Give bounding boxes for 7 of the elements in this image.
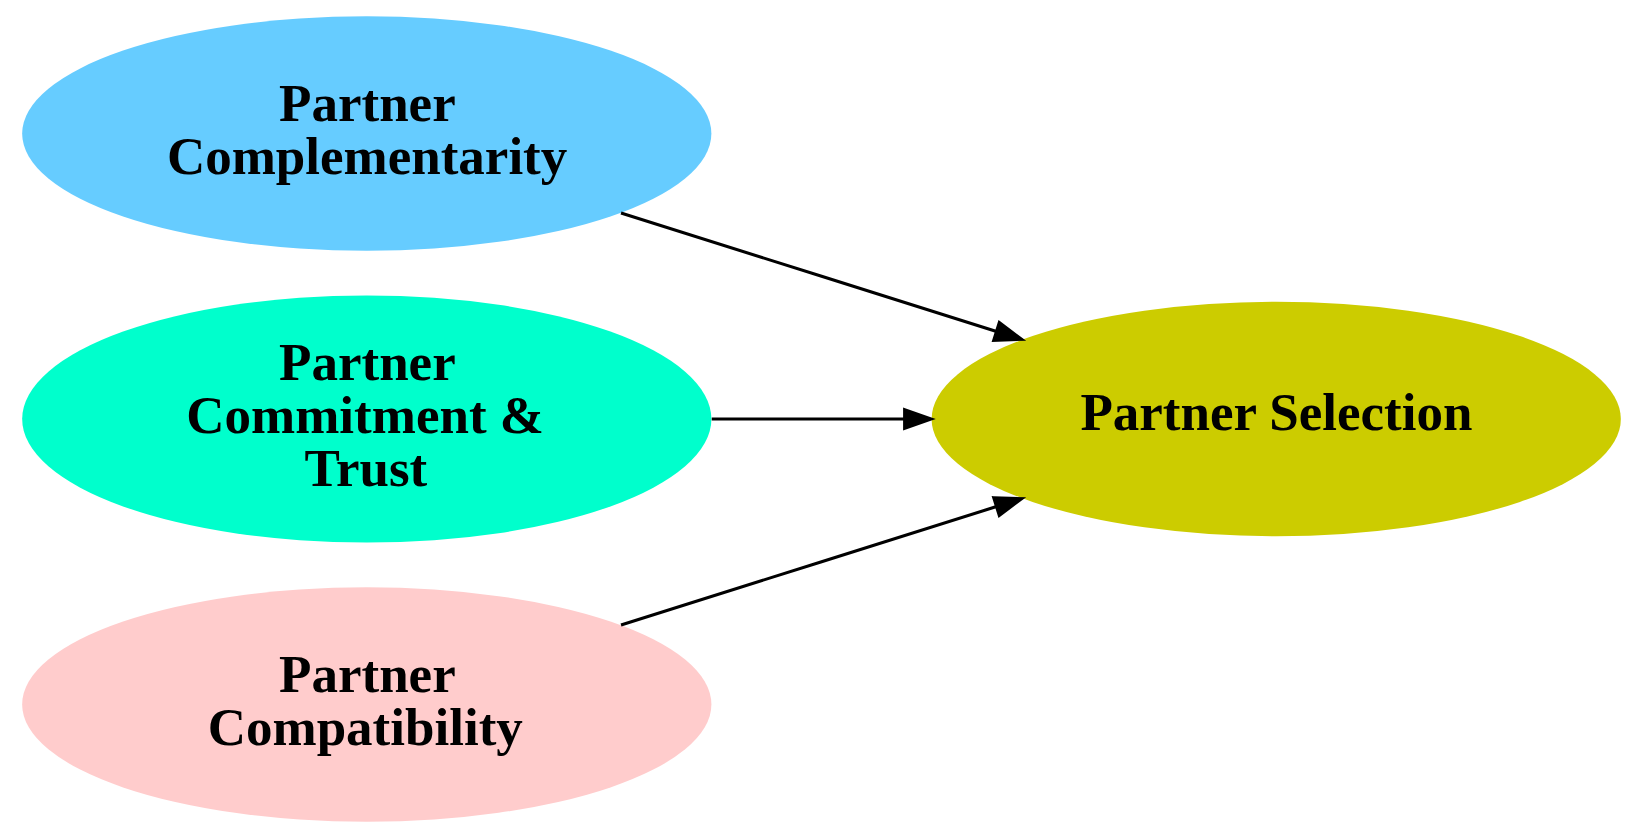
arrow — [620, 496, 1027, 627]
arrow — [711, 407, 936, 431]
node-ellipse: Partner Compatibility — [22, 587, 712, 822]
arrow — [620, 211, 1027, 342]
node-ellipse: Partner Commitment & Trust — [22, 295, 712, 543]
node-ellipse: Partner Complementarity — [22, 16, 712, 251]
node-ellipse: Partner Selection — [931, 301, 1621, 537]
